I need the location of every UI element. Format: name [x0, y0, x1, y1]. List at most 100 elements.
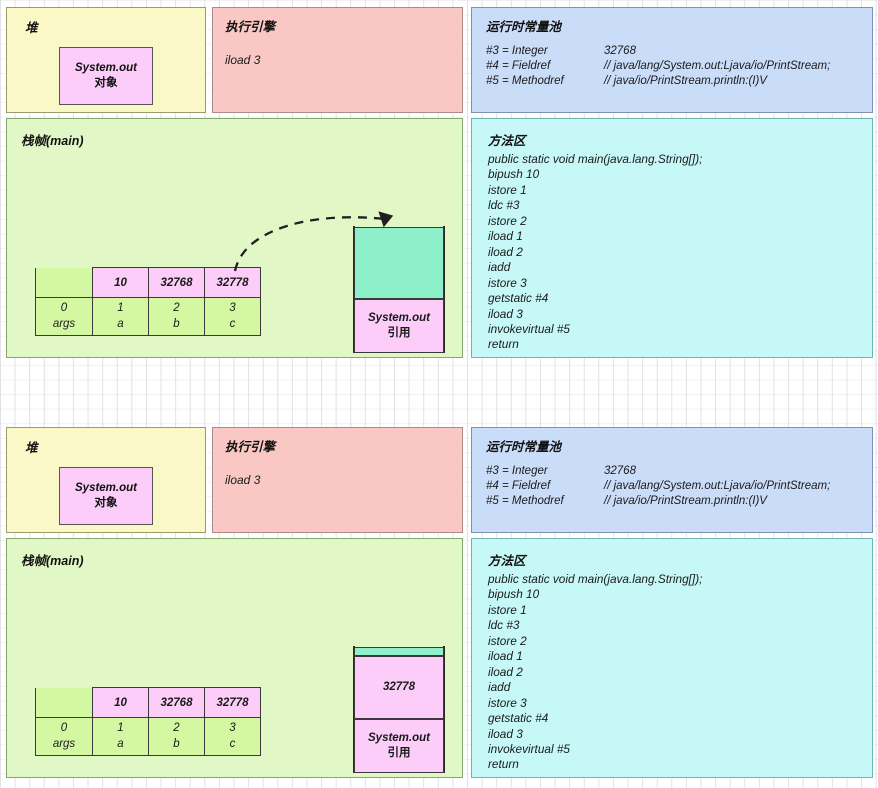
- constant-pool-entry: #3 = Integer 32768: [486, 44, 830, 59]
- execution-engine-panel: 执行引擎 iload 3: [212, 427, 463, 533]
- local-slot-index-name: a: [117, 317, 124, 330]
- system-out-object-box: System.out 对象: [59, 467, 153, 525]
- local-slot-value: 32768: [148, 687, 205, 718]
- local-slot-index: 1 a: [92, 297, 149, 336]
- constant-pool-entry: #5 = Methodref // java/io/PrintStream.pr…: [486, 494, 830, 509]
- local-variable-table: 10 32768 32778 0 args 1 a: [34, 267, 261, 336]
- local-slot-index-name: args: [52, 317, 76, 330]
- local-variable-index-row: 0 args 1 a 2 b: [35, 297, 261, 336]
- local-slot-value: [34, 687, 93, 718]
- heap-title: 堆: [25, 441, 38, 455]
- code-line: istore 3: [488, 695, 527, 710]
- local-variable-values-row: 10 32768 32778: [34, 267, 261, 298]
- constant-pool-entry: #5 = Methodref // java/io/PrintStream.pr…: [486, 74, 830, 89]
- system-out-object-sublabel: 对象: [94, 77, 118, 89]
- code-line: iload 2: [488, 244, 523, 259]
- code-line: getstatic #4: [488, 711, 549, 726]
- system-out-object-box: System.out 对象: [59, 47, 153, 105]
- local-slot-index: 2 b: [148, 297, 205, 336]
- constant-pool-entry-value: // java/lang/System.out:Ljava/io/PrintSt…: [604, 59, 831, 72]
- local-slot-index-name: c: [229, 317, 236, 330]
- method-area-title: 方法区: [488, 134, 526, 148]
- local-slot-index-number: 2: [173, 301, 180, 314]
- local-slot-index-number: 0: [60, 301, 68, 314]
- local-slot-value: 10: [92, 687, 149, 718]
- code-line: iload 3: [488, 306, 523, 321]
- code-line: ldc #3: [488, 618, 520, 633]
- code-line: istore 1: [488, 182, 527, 197]
- local-slot-value: 10: [92, 267, 149, 298]
- code-line: return: [488, 757, 519, 772]
- heap-panel: 堆 System.out 对象: [6, 7, 206, 113]
- code-line: istore 2: [488, 633, 527, 648]
- method-area-panel: 方法区 public static void main(java.lang.St…: [471, 538, 873, 778]
- code-line: public static void main(java.lang.String…: [488, 572, 703, 586]
- operand-stack-right-wall: [443, 226, 445, 353]
- operand-stack-right-wall: [443, 646, 445, 773]
- code-line: invokevirtual #5: [488, 321, 570, 336]
- code-line: getstatic #4: [488, 291, 549, 306]
- execution-engine-panel: 执行引擎 iload 3: [212, 7, 463, 113]
- code-line: bipush 10: [488, 167, 540, 182]
- operand-stack-top: System.out 引用: [353, 226, 445, 353]
- operand-stack-slots: System.out 引用: [354, 227, 444, 353]
- operand-stack-slot: 32778: [354, 656, 444, 719]
- runtime-constant-pool-title: 运行时常量池: [486, 440, 562, 454]
- operand-stack-slot-sublabel: 引用: [387, 747, 411, 759]
- local-slot-index-number: 1: [117, 721, 124, 734]
- local-slot-index: 3 c: [204, 717, 261, 756]
- operand-stack-empty-space: [354, 647, 444, 656]
- code-line: iadd: [488, 260, 511, 275]
- constant-pool-entry: #4 = Fieldref // java/lang/System.out:Lj…: [486, 59, 830, 74]
- system-out-object-label: System.out: [75, 482, 137, 495]
- local-slot-value: [34, 267, 93, 298]
- code-line: istore 3: [488, 275, 527, 290]
- code-line: istore 1: [488, 602, 527, 617]
- code-line: iadd: [488, 680, 511, 695]
- code-line: istore 2: [488, 213, 527, 228]
- method-area-code: public static void main(java.lang.String…: [488, 572, 702, 773]
- local-slot-index-number: 2: [173, 721, 180, 734]
- constant-pool-entry-key: #3 = Integer: [486, 465, 548, 477]
- code-line: ldc #3: [488, 198, 520, 213]
- execution-engine-title: 执行引擎: [225, 440, 276, 454]
- operand-stack-empty-space: [354, 227, 444, 299]
- operand-stack-slot-label: System.out: [368, 312, 430, 325]
- current-instruction: iload 3: [225, 53, 261, 67]
- operand-stack-slot: System.out 引用: [354, 719, 444, 773]
- constant-pool-list: #3 = Integer 32768 #4 = Fieldref // java…: [486, 44, 830, 89]
- code-line: public static void main(java.lang.String…: [488, 152, 703, 166]
- local-slot-index-name: b: [173, 317, 180, 330]
- local-variable-table: 10 32768 32778 0 args 1 a: [34, 687, 261, 756]
- local-slot-index-number: 3: [229, 301, 236, 314]
- runtime-constant-pool-panel: 运行时常量池 #3 = Integer 32768 #4 = Fieldref …: [471, 427, 873, 533]
- heap-panel: 堆 System.out 对象: [6, 427, 206, 533]
- local-variable-values-row: 10 32768 32778: [34, 687, 261, 718]
- constant-pool-entry-key: #3 = Integer: [486, 45, 548, 57]
- stack-frame-title: 栈帧(main): [21, 554, 84, 568]
- current-instruction: iload 3: [225, 473, 261, 487]
- runtime-constant-pool-title: 运行时常量池: [486, 20, 562, 34]
- method-area-title: 方法区: [488, 554, 526, 568]
- stack-frame-title: 栈帧(main): [21, 134, 84, 148]
- code-line: iload 3: [488, 726, 523, 741]
- operand-stack-slots: 32778 System.out 引用: [354, 647, 444, 773]
- stack-frame-panel: 栈帧(main) 10 32768 32778 0 args 1: [6, 538, 463, 778]
- local-slot-value: 32778: [204, 267, 261, 298]
- local-slot-index-name: c: [229, 737, 236, 750]
- constant-pool-entry-value: // java/io/PrintStream.println:(I)V: [604, 494, 767, 507]
- code-line: bipush 10: [488, 587, 540, 602]
- local-slot-index-number: 3: [229, 721, 236, 734]
- local-slot-index-number: 1: [117, 301, 124, 314]
- local-slot-index: 1 a: [92, 717, 149, 756]
- local-slot-value: 32778: [204, 687, 261, 718]
- local-variable-index-row: 0 args 1 a 2 b: [35, 717, 261, 756]
- operand-stack-bottom: 32778 System.out 引用: [353, 646, 445, 773]
- operand-stack-slot: System.out 引用: [354, 299, 444, 353]
- code-line: iload 2: [488, 664, 523, 679]
- code-line: return: [488, 337, 519, 352]
- diagram-top: 堆 System.out 对象 执行引擎 iload 3 运行时常量池 #3 =…: [0, 4, 878, 364]
- constant-pool-entry-value: 32768: [604, 465, 636, 477]
- runtime-constant-pool-panel: 运行时常量池 #3 = Integer 32768 #4 = Fieldref …: [471, 7, 873, 113]
- stack-frame-panel: 栈帧(main) 10 32768 32778 0 args 1: [6, 118, 463, 358]
